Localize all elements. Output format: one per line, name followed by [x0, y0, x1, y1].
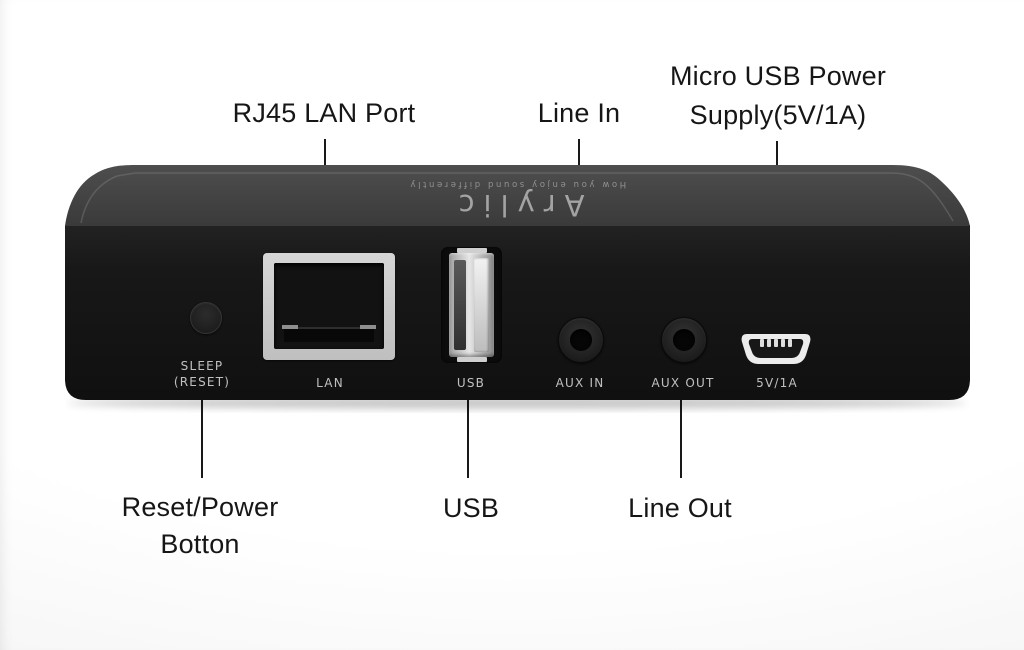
callout-text-line2: Supply(5V/1A) — [689, 100, 867, 130]
panel-text-line2: (RESET) — [173, 375, 231, 389]
rj45-clip-slot — [282, 325, 376, 342]
aux-in-jack — [558, 317, 604, 363]
streaming-device: Arylic How you enjoy sound differently — [65, 163, 970, 413]
callout-text-line2: Botton — [160, 529, 240, 559]
micro-usb-port — [741, 334, 811, 364]
callout-text: USB — [442, 493, 500, 523]
panel-label-aux-in: AUX IN — [555, 376, 605, 390]
top-face-bevel — [80, 172, 954, 224]
panel-label-usb: USB — [456, 376, 486, 390]
callout-text: Line In — [537, 98, 621, 128]
callout-label-line-in: Line In — [538, 95, 620, 132]
callout-label-micro-usb-power: Micro USB Power Supply(5V/1A) — [670, 57, 886, 135]
callout-text: Line Out — [628, 493, 732, 523]
panel-label-5v-1a: 5V/1A — [756, 376, 798, 390]
panel-text-line1: SLEEP — [180, 359, 224, 373]
callout-line-line-out — [680, 398, 682, 478]
usb-port — [441, 247, 502, 363]
panel-label-lan: LAN — [316, 376, 344, 390]
callout-text-line1: Micro USB Power — [669, 61, 887, 91]
usb-connector — [449, 253, 494, 357]
device-top-face — [65, 165, 970, 226]
callout-text-line1: Reset/Power — [121, 492, 279, 522]
callout-label-usb: USB — [443, 490, 499, 527]
callout-text: RJ45 LAN Port — [232, 98, 416, 128]
rj45-lan-port — [263, 253, 395, 360]
usb-tab — [456, 248, 487, 253]
callout-label-rj45-lan-port: RJ45 LAN Port — [233, 95, 416, 132]
callout-label-reset-power-button: Reset/Power Botton — [122, 489, 279, 563]
sleep-reset-button — [190, 302, 222, 334]
rj45-opening — [274, 263, 384, 349]
aux-out-jack — [661, 317, 707, 363]
panel-label-sleep-reset: SLEEP (RESET) — [174, 358, 230, 390]
callout-label-line-out: Line Out — [628, 490, 732, 527]
callout-line-usb — [467, 398, 469, 478]
callout-line-reset — [201, 398, 203, 478]
usb-tab — [456, 357, 487, 362]
panel-label-aux-out: AUX OUT — [651, 376, 715, 390]
